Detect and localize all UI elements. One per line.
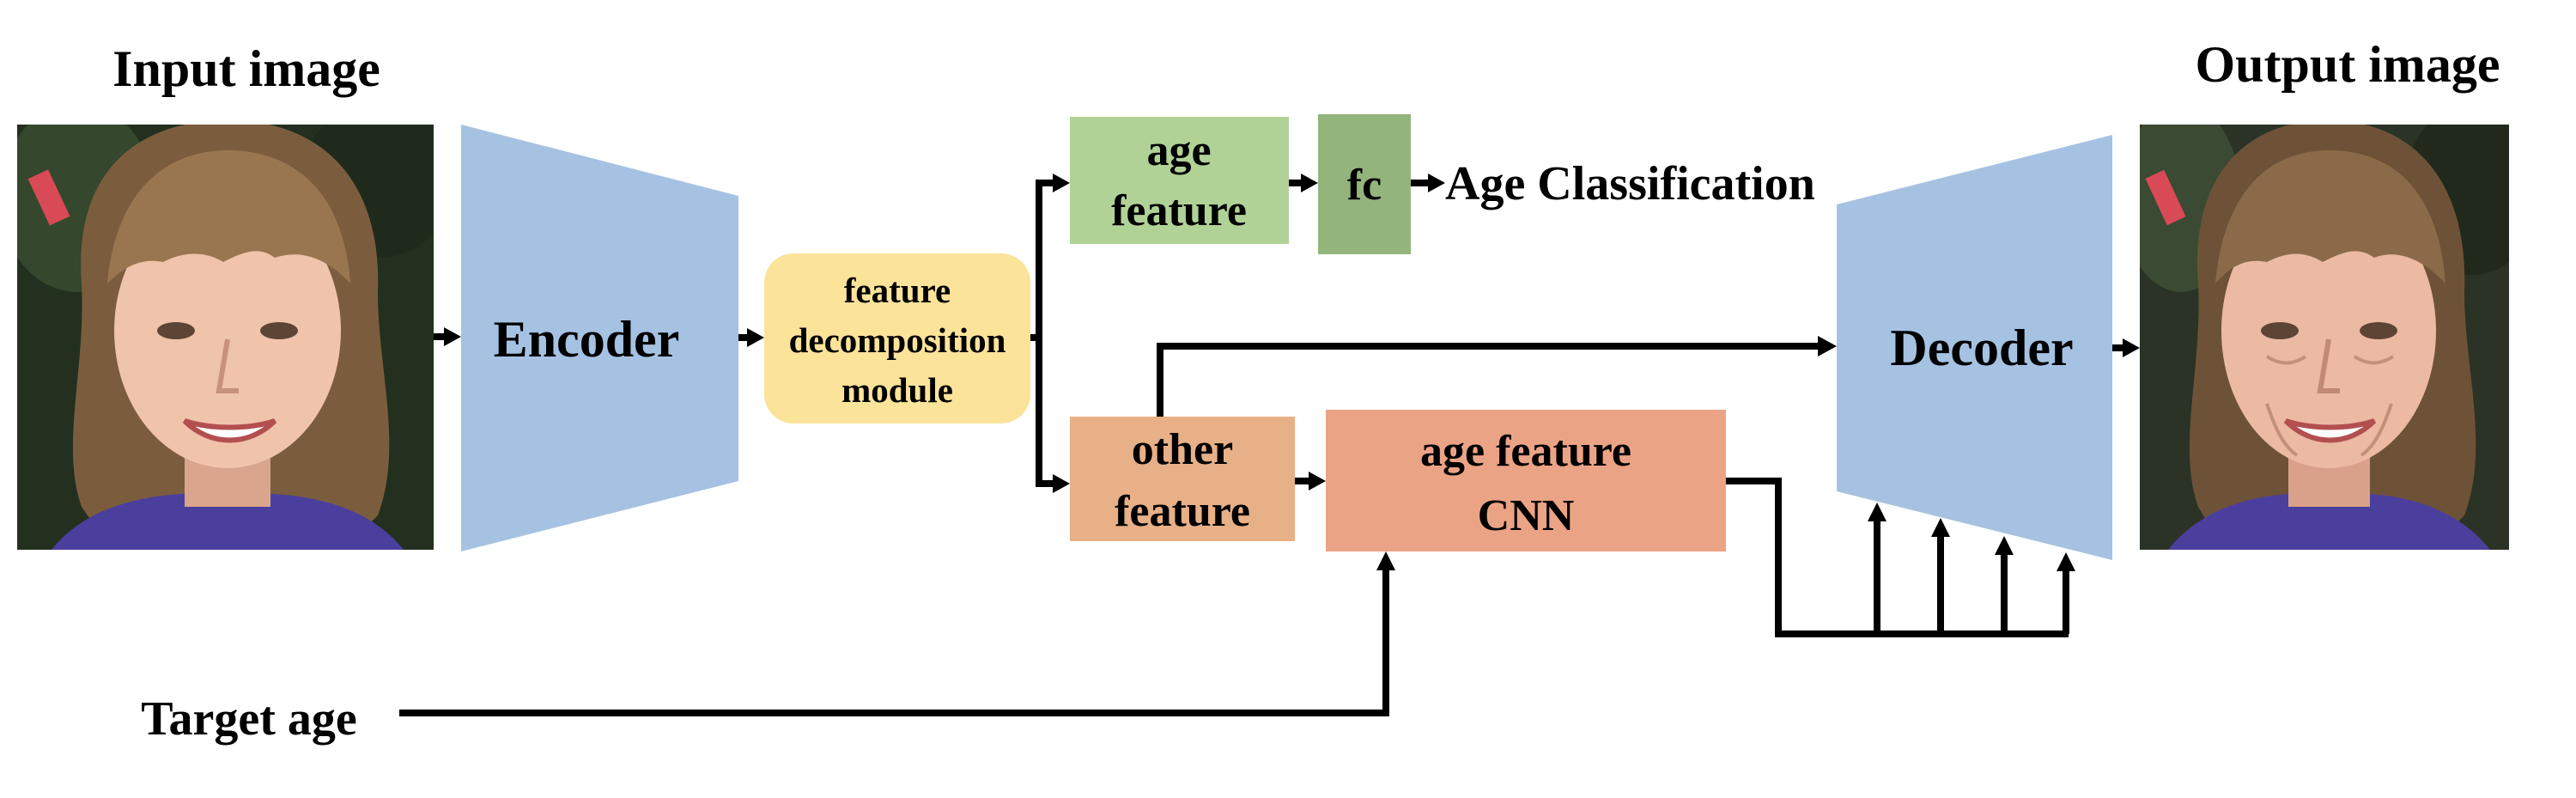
arrowhead-cnn-to-decoder-3 — [1995, 536, 2014, 555]
feature-decomposition-module: feature decomposition module — [764, 253, 1030, 423]
age-feature-cnn-box — [1326, 410, 1726, 551]
other-feature-box — [1070, 417, 1295, 541]
arrowhead-decoder-to-output — [2123, 338, 2140, 357]
feature-module-line-3: module — [841, 370, 953, 410]
age-feature-block: age feature — [1070, 117, 1289, 244]
feature-module-box — [764, 253, 1030, 423]
feature-module-line-2: decomposition — [789, 320, 1006, 360]
age-feature-cnn-line-1: age feature — [1420, 427, 1631, 476]
arrowhead-other-feature-to-decoder — [1818, 336, 1837, 356]
encoder-block: Encoder — [461, 125, 738, 551]
fc-box — [1318, 114, 1411, 254]
decoder-block: Decoder — [1837, 135, 2112, 560]
target-age-label: Target age — [141, 692, 356, 746]
arrowhead-cnn-to-decoder-4 — [2057, 552, 2075, 571]
age-feature-cnn-line-2: CNN — [1478, 491, 1575, 540]
output-image-label: Output image — [2195, 36, 2500, 93]
age-feature-cnn-block: age feature CNN — [1326, 410, 1726, 551]
age-classification-label: Age Classification — [1445, 157, 1815, 210]
arrowhead-to-other-feature — [1053, 474, 1070, 493]
arrowhead-input-to-encoder — [444, 327, 461, 346]
arrow-target-age-to-cnn — [399, 570, 1389, 716]
decoder-shape — [1837, 135, 2112, 560]
age-feature-box — [1070, 117, 1289, 244]
other-feature-block: other feature — [1070, 417, 1295, 541]
feature-module-line-1: feature — [844, 271, 951, 310]
arrowhead-other-to-cnn — [1309, 472, 1326, 490]
input-face-photo — [17, 125, 434, 550]
other-feature-line-2: feature — [1115, 487, 1250, 536]
arrowhead-age-feature-to-fc — [1301, 174, 1318, 192]
input-image-label: Input image — [112, 40, 380, 97]
encoder-shape — [461, 125, 738, 551]
connectors — [399, 174, 2140, 716]
fc-label: fc — [1347, 161, 1382, 210]
arrowhead-encoder-to-module — [747, 328, 764, 347]
arrowhead-target-age-to-cnn — [1376, 551, 1395, 570]
fc-block: fc — [1318, 114, 1411, 254]
arrowhead-cnn-to-decoder-1 — [1868, 503, 1886, 521]
output-face-photo — [2140, 125, 2509, 550]
arrow-cnn-to-decoder-bus — [1726, 478, 2069, 637]
age-feature-line-1: age — [1146, 126, 1211, 175]
encoder-label: Encoder — [494, 311, 680, 368]
decoder-label: Decoder — [1890, 320, 2073, 376]
other-feature-line-1: other — [1132, 425, 1233, 474]
arrowhead-to-age-feature — [1053, 174, 1070, 192]
age-feature-line-2: feature — [1111, 186, 1247, 235]
arrow-other-feature-to-decoder — [1157, 343, 1818, 417]
arrowhead-fc-to-classification — [1428, 174, 1445, 192]
arrowhead-cnn-to-decoder-2 — [1931, 518, 1950, 537]
